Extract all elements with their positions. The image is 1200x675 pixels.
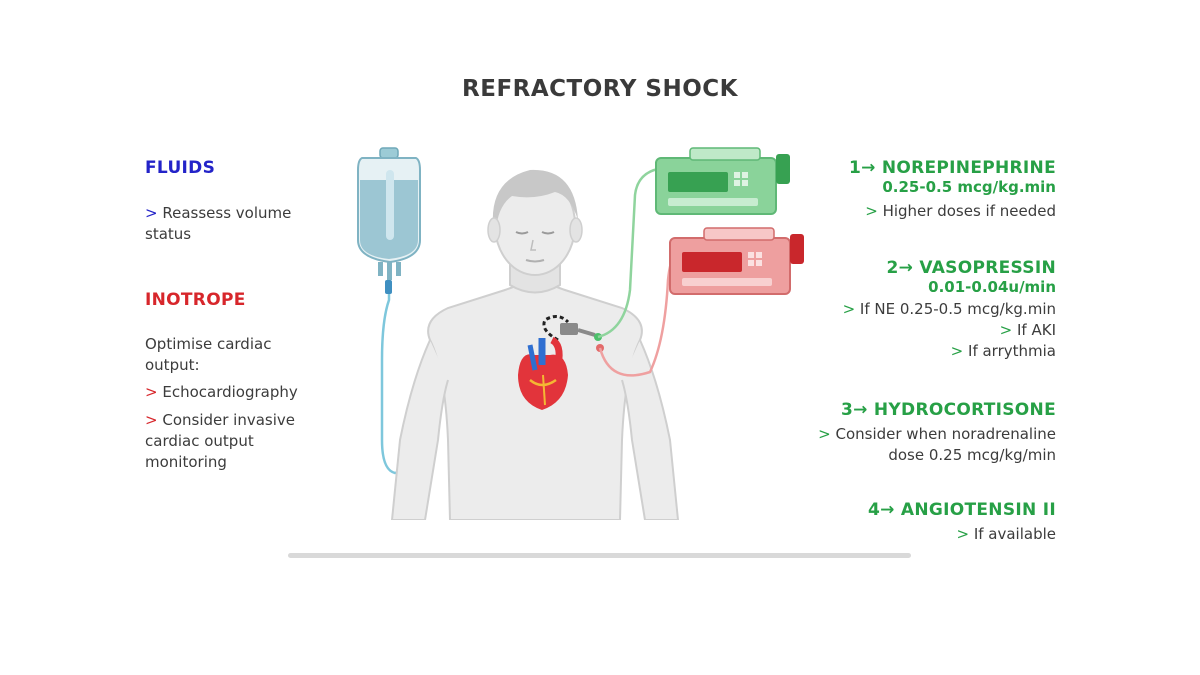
infusion-pump-red-icon [669, 227, 804, 295]
left-column: FLUIDS > Reassess volume status INOTROPE… [145, 158, 325, 471]
drug-angiotensin: 4→ ANGIOTENSIN II > If available [760, 500, 1056, 545]
drug-vasopressin: 2→ VASOPRESSIN 0.01-0.04u/min > If NE 0.… [760, 258, 1056, 362]
drug-heading: 4→ ANGIOTENSIN II [867, 500, 1056, 520]
inotrope-bullet-marker: > [145, 383, 158, 401]
drug-note-text: Consider when noradrenaline dose 0.25 mc… [835, 425, 1056, 464]
drug-note: > If available [760, 524, 1056, 545]
drug-note: > If NE 0.25-0.5 mcg/kg.min [760, 299, 1056, 320]
drug-heading: 3→ HYDROCORTISONE [841, 400, 1056, 420]
bottom-divider [288, 553, 911, 558]
fluids-text: > Reassess volume status [145, 203, 325, 245]
inotrope-bullet-text: Echocardiography [162, 383, 298, 401]
drug-note-marker: > [818, 425, 831, 443]
fluids-note: Reassess volume status [145, 204, 292, 243]
patient-figure [390, 169, 680, 520]
inotrope-bullet: > Consider invasive cardiac output monit… [145, 410, 330, 473]
inotrope-bullet-text: Consider invasive cardiac output monitor… [145, 411, 296, 471]
inotrope-heading: INOTROPE [145, 290, 246, 310]
drug-heading: 2→ VASOPRESSIN [886, 258, 1056, 278]
drug-note-text: If arrythmia [968, 342, 1056, 360]
fluids-heading: FLUIDS [145, 158, 216, 178]
drug-note: > If AKI [760, 320, 1056, 341]
drug-note-text: If available [973, 525, 1056, 543]
drug-note-text: If AKI [1017, 321, 1056, 339]
drug-note-marker: > [950, 342, 964, 360]
drug-note-marker: > [842, 300, 856, 318]
drug-note: > Higher doses if needed [760, 201, 1056, 222]
infusion-pump-green-icon [655, 147, 790, 215]
inotrope-bullet-marker: > [145, 411, 158, 429]
inotrope-bullet: > Echocardiography [145, 382, 335, 403]
drug-dose: 0.01-0.04u/min [928, 278, 1056, 296]
drug-note-marker: > [956, 525, 970, 543]
drug-note: > Consider when noradrenaline dose 0.25 … [760, 424, 1056, 466]
iv-bag-icon [357, 147, 421, 280]
shock-illustration [357, 147, 804, 520]
drug-note-text: If NE 0.25-0.5 mcg/kg.min [859, 300, 1056, 318]
drug-heading: 1→ NOREPINEPHRINE [848, 158, 1056, 178]
heart-icon [518, 336, 568, 410]
inotrope-intro: Optimise cardiac output: [145, 335, 272, 374]
drug-note: > If arrythmia [760, 341, 1056, 362]
drug-note-text: Higher doses if needed [882, 202, 1056, 220]
drug-norepinephrine: 1→ NOREPINEPHRINE 0.25-0.5 mcg/kg.min > … [760, 158, 1056, 222]
drug-note-marker: > [999, 321, 1013, 339]
drug-hydrocortisone: 3→ HYDROCORTISONE > Consider when noradr… [760, 400, 1056, 466]
drug-dose: 0.25-0.5 mcg/kg.min [882, 178, 1056, 196]
drug-note-marker: > [865, 202, 878, 220]
fluids-marker: > [145, 204, 158, 222]
page-title: REFRACTORY SHOCK [462, 76, 738, 102]
